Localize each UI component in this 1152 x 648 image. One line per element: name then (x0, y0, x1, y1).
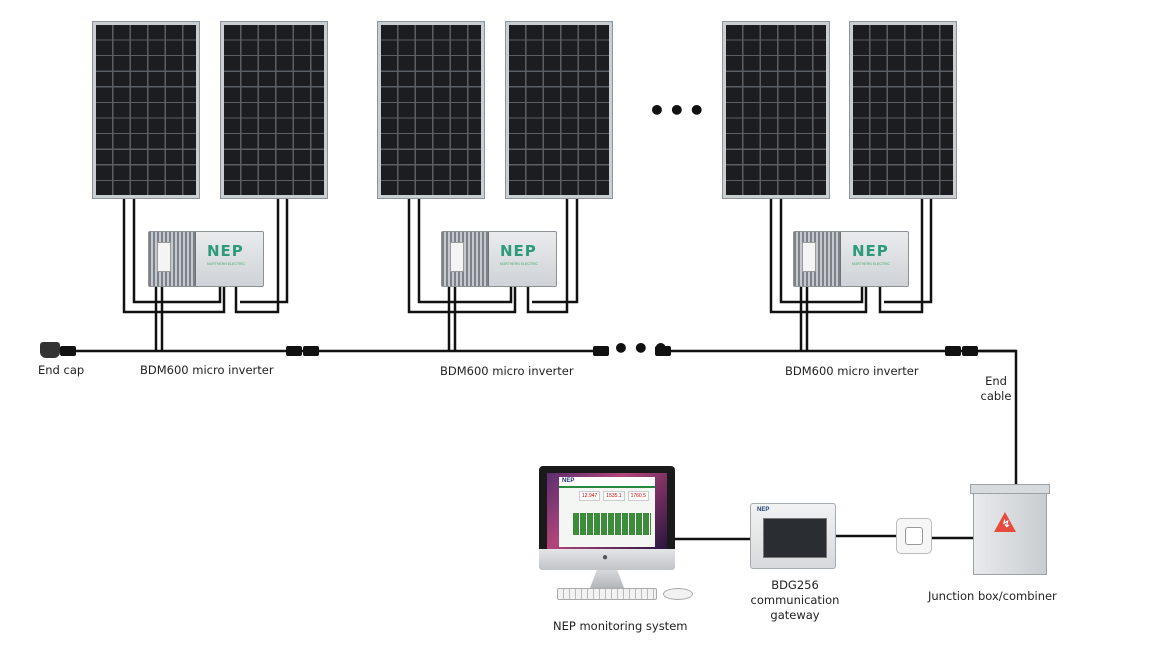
communication-gateway: NEP (750, 503, 836, 569)
inverter-sticker (157, 242, 171, 272)
heat-sink (149, 232, 196, 286)
gateway-label-line-3: gateway (770, 608, 820, 622)
gateway-logo: NEP (757, 507, 770, 513)
connector (962, 346, 978, 356)
power-outlet-icon (896, 518, 932, 554)
solar-panel (221, 22, 327, 198)
panel-lead (769, 198, 868, 314)
more-inverters-ellipsis: ••• (612, 332, 672, 365)
inverter-sticker (450, 242, 464, 272)
connector (945, 346, 961, 356)
solar-panel (506, 22, 612, 198)
apple-icon: ● (602, 552, 609, 563)
nep-logo: NEP (852, 242, 889, 260)
connector (286, 346, 302, 356)
junction-box: ↯ (970, 484, 1050, 575)
inverter-label: BDM600 micro inverter (440, 364, 574, 378)
outlet-face (905, 527, 923, 545)
inverter-grid (573, 513, 651, 535)
end-cable (976, 349, 1018, 491)
monitor-stand (590, 570, 624, 588)
connector (593, 346, 609, 356)
gateway-label-line-2: communication (750, 593, 840, 607)
micro-inverter: NEP NORTHERN ELECTRIC (793, 231, 909, 287)
monitor: NEP 12.947 1535.1 1760.5 ● (539, 466, 675, 570)
keyboard-icon (557, 588, 657, 600)
mouse-icon (663, 588, 693, 600)
nep-logo-subtitle: NORTHERN ELECTRIC (852, 262, 891, 266)
reading: 12.947 (579, 491, 601, 501)
connector (303, 346, 319, 356)
nep-logo: NEP (500, 242, 537, 260)
inverter-sticker (802, 242, 816, 272)
monitoring-label: NEP monitoring system (553, 619, 688, 633)
solar-panel (93, 22, 199, 198)
nep-logo-subtitle: NORTHERN ELECTRIC (500, 262, 539, 266)
panel-lead (240, 198, 289, 304)
end-cable-line-1: End (985, 374, 1007, 388)
panel-lead (407, 198, 517, 314)
end-cap-icon (40, 342, 60, 358)
inverter-label: BDM600 micro inverter (785, 364, 919, 378)
gateway-label: BDG256 communication gateway (740, 578, 850, 623)
app-brand: NEP (559, 477, 655, 488)
lightning-bolt-icon: ↯ (1002, 519, 1011, 530)
panel-lead (122, 198, 226, 314)
junction-box-label: Junction box/combiner (928, 589, 1057, 603)
gateway-screen (763, 518, 827, 558)
app-readings: 12.947 1535.1 1760.5 (559, 488, 655, 501)
panel-lead (526, 198, 569, 314)
monitor-chin (539, 549, 675, 570)
nep-logo: NEP (207, 242, 244, 260)
end-cable-label: End cable (976, 374, 1016, 404)
heat-sink (794, 232, 841, 286)
panel-lead (878, 198, 924, 314)
end-cap-label: End cap (38, 363, 85, 377)
heat-sink (442, 232, 489, 286)
end-cable-line-2: cable (980, 389, 1012, 403)
nep-logo-subtitle: NORTHERN ELECTRIC (207, 262, 246, 266)
reading: 1535.1 (603, 491, 625, 501)
solar-panel (723, 22, 829, 198)
panel-lead (884, 198, 933, 304)
gateway-label-line-1: BDG256 (771, 578, 819, 592)
connector (655, 346, 671, 356)
inverter-label: BDM600 micro inverter (140, 363, 274, 377)
connector (60, 346, 76, 356)
micro-inverter: NEP NORTHERN ELECTRIC (148, 231, 264, 287)
panel-lead (417, 198, 513, 304)
more-panels-ellipsis: ••• (648, 94, 708, 127)
high-voltage-warning-icon (994, 512, 1016, 532)
panel-lead (234, 198, 280, 314)
micro-inverter: NEP NORTHERN ELECTRIC (441, 231, 557, 287)
reading: 1760.5 (627, 491, 649, 501)
panel-lead (132, 198, 222, 304)
solar-panel (850, 22, 956, 198)
monitoring-app: NEP 12.947 1535.1 1760.5 (559, 477, 655, 547)
panel-lead (532, 198, 579, 304)
panel-lead (779, 198, 864, 304)
junction-box-roof (970, 484, 1050, 494)
solar-panel (378, 22, 484, 198)
monitor-screen: NEP 12.947 1535.1 1760.5 (547, 473, 667, 549)
